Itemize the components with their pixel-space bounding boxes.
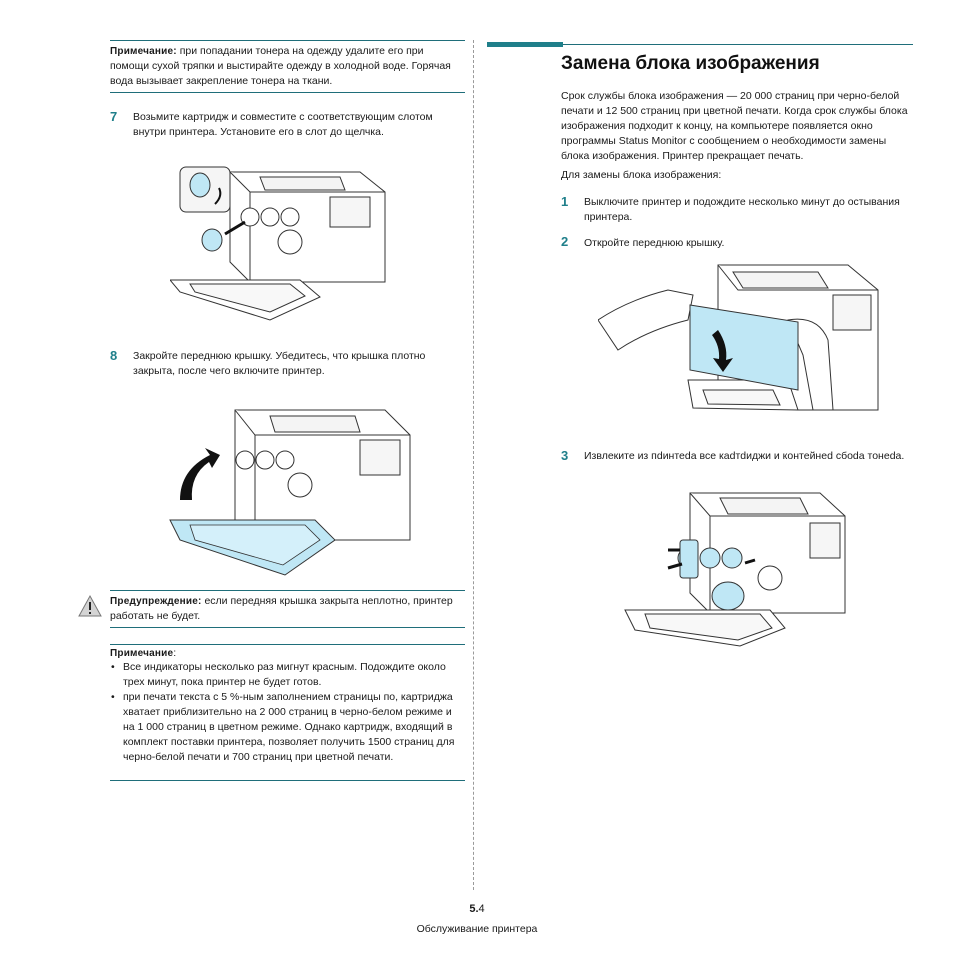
warning-icon — [78, 594, 102, 617]
page-title: Замена блока изображения — [561, 53, 820, 74]
note2-bottom-rule — [110, 780, 465, 781]
warning-top-rule — [110, 590, 465, 591]
list-item: при печати текста с 5 %-ным заполнением … — [110, 690, 466, 765]
column-divider — [473, 40, 474, 890]
note2-label: Примечание — [110, 648, 174, 659]
warning-label: Предупреждение: — [110, 596, 202, 607]
illustration-close-front-cover — [169, 409, 411, 576]
step7-number: 7 — [110, 109, 118, 124]
intro-paragraph: Срок службы блока изображения — 20 000 с… — [561, 90, 908, 162]
step8-text: Закройте переднюю крышку. Убедитесь, что… — [133, 350, 426, 377]
note1-text: при попадании тонера на одежду удалите е… — [110, 45, 451, 87]
note2-colon: : — [173, 647, 177, 659]
illustration-open-front-cover — [598, 264, 879, 411]
note1: Примечание: при попадании тонера на одеж… — [110, 44, 465, 89]
step8-number: 8 — [110, 348, 118, 363]
step1-number: 1 — [561, 194, 569, 209]
note1-label: Примечание: — [110, 46, 177, 57]
warning-text: если передняя крышка закрыта неплотно, п… — [110, 595, 453, 622]
step3-text: Извлеките из пdинтеdа все каdтdиджи и ко… — [584, 450, 905, 462]
page-number-minor: 4 — [478, 903, 485, 915]
note2-heading: Примечание: — [110, 646, 176, 661]
warning-bottom-rule — [110, 627, 465, 628]
note2-list: Все индикаторы несколько раз мигнут крас… — [110, 660, 466, 765]
step2-number: 2 — [561, 234, 569, 249]
page-number-major: 5. — [469, 903, 479, 915]
illustration-remove-cartridges — [624, 492, 846, 647]
lead-paragraph: Для замены блока изображения: — [561, 169, 722, 181]
step3-number: 3 — [561, 448, 569, 463]
step1-text: Выключите принтер и подождите несколько … — [584, 196, 900, 223]
section-top-rule — [563, 44, 913, 45]
note1-top-rule — [110, 40, 465, 41]
illustration-insert-cartridge — [170, 166, 386, 321]
section-accent-bar — [487, 42, 563, 47]
warning: Предупреждение: если передняя крышка зак… — [110, 594, 465, 624]
footer-section-title: Обслуживание принтера — [416, 923, 538, 935]
list-item: Все индикаторы несколько раз мигнут крас… — [110, 660, 466, 690]
step2-text: Откройте переднюю крышку. — [584, 237, 725, 249]
page-number: 5.4 — [0, 902, 954, 917]
note1-bottom-rule — [110, 92, 465, 93]
note2-top-rule — [110, 644, 465, 645]
step7-text: Возьмите картридж и совместите с соответ… — [133, 111, 433, 138]
